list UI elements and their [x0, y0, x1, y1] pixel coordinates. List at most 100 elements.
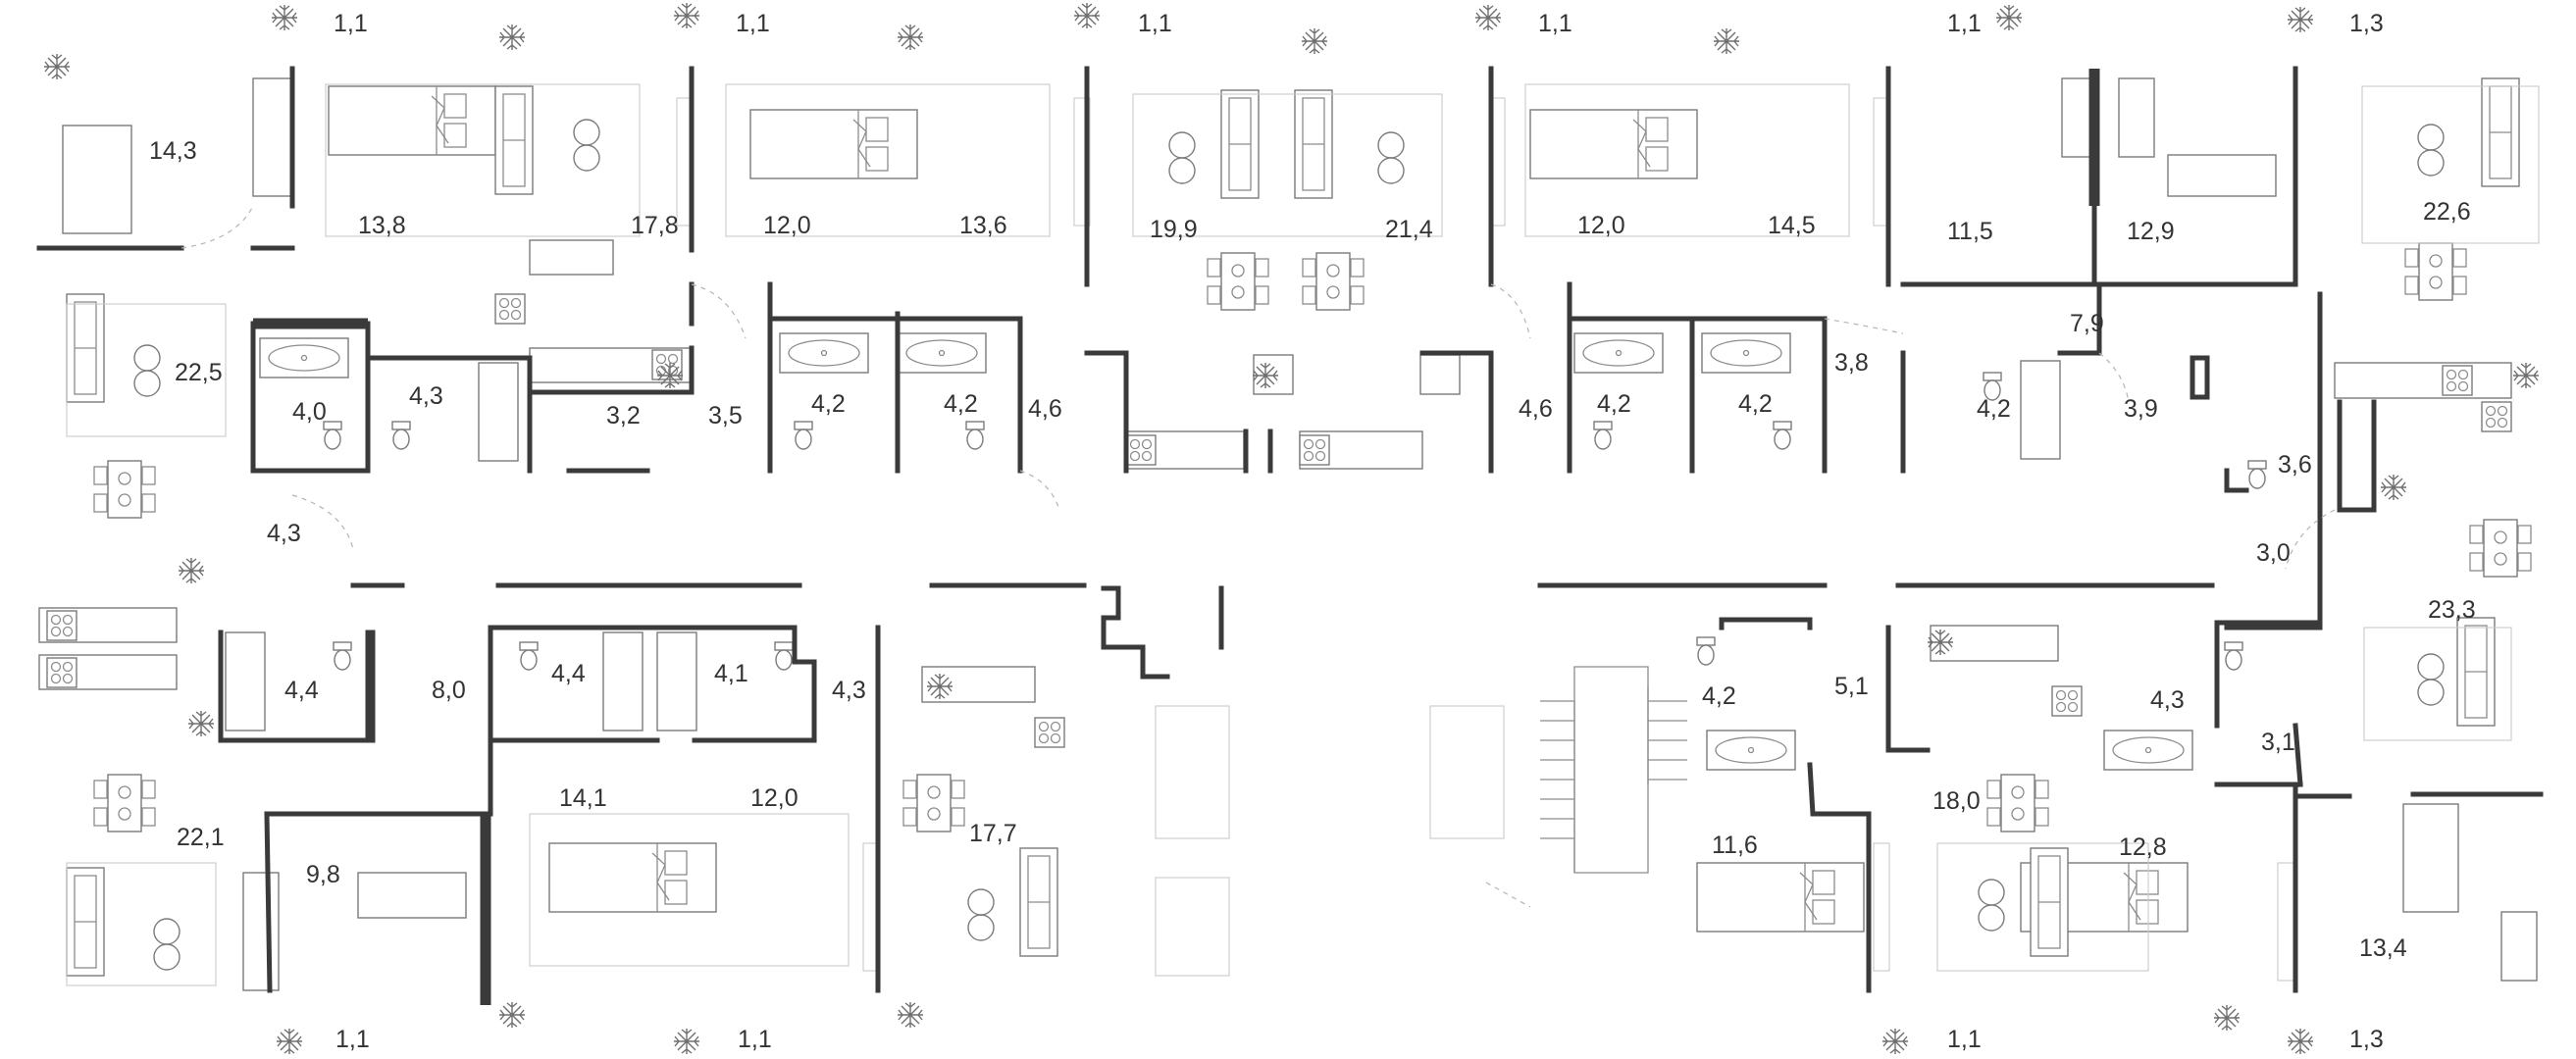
wardrobe — [1873, 842, 1890, 972]
balcony-area-label: 1,1 — [736, 10, 770, 37]
coffee-table-icon — [573, 119, 600, 172]
stove-icon — [1299, 434, 1330, 466]
room-area-label: 12,8 — [2119, 833, 2167, 861]
elevator-shaft — [1155, 877, 1230, 977]
room-area-label: 4,2 — [944, 390, 978, 418]
room-area-label: 14,1 — [559, 784, 607, 812]
plant-icon — [1995, 4, 2023, 31]
plant-icon — [1474, 4, 1502, 31]
kitchen-counter — [529, 239, 614, 276]
room-area-label: 3,6 — [2278, 451, 2312, 479]
room-area-label: 12,0 — [750, 784, 799, 812]
plant-icon — [43, 53, 71, 80]
toilet-icon — [965, 421, 985, 450]
bathtub-icon — [225, 631, 266, 731]
toilet-icon — [2247, 460, 2267, 489]
bed-icon — [2402, 803, 2459, 913]
room-area-label: 3,9 — [2124, 395, 2158, 423]
room-area-label: 13,8 — [358, 212, 406, 239]
dining-table-icon — [1302, 252, 1365, 311]
room-area-label: 14,3 — [149, 137, 197, 165]
room-area-label: 12,9 — [2127, 218, 2175, 245]
room-area-label: 4,3 — [2150, 686, 2185, 714]
desk-icon — [252, 77, 293, 197]
plant-icon — [673, 2, 700, 29]
room-area-label: 11,5 — [1947, 218, 1993, 245]
balcony-labels: 1,1 1,1 1,1 1,1 1,1 1,3 1,1 1,1 1,1 1,3 — [334, 10, 2384, 1053]
furniture-zone — [2361, 85, 2540, 244]
room-area-label: 4,6 — [1519, 395, 1553, 423]
sofa-icon — [494, 85, 534, 195]
balcony-area-label: 1,3 — [2349, 1026, 2384, 1053]
bathtub-icon — [1573, 332, 1664, 374]
room-area-label: 17,8 — [631, 212, 679, 239]
walls-layer — [36, 66, 2544, 1005]
room-area-label: 19,9 — [1150, 216, 1198, 243]
room-area-label: 3,1 — [2261, 729, 2295, 756]
balcony-area-label: 1,1 — [1538, 10, 1572, 37]
dining-table-icon — [1986, 774, 2049, 832]
stove-icon — [1125, 434, 1157, 466]
room-area-label: 4,2 — [1597, 390, 1631, 418]
room-area-label: 3,5 — [708, 402, 743, 429]
kitchen-counter — [1930, 625, 2059, 662]
kitchen-counter — [921, 666, 1036, 703]
room-area-label: 8,0 — [432, 677, 466, 704]
furniture-zone — [66, 862, 217, 986]
coffee-table-icon — [2417, 653, 2445, 706]
room-area-label: 5,1 — [1834, 673, 1869, 700]
plant-icon — [498, 1001, 526, 1029]
dining-table-icon — [93, 774, 156, 832]
plant-icon — [1073, 2, 1101, 29]
bed-icon — [62, 125, 132, 234]
plant-icon — [276, 1028, 303, 1055]
plant-icon — [1713, 27, 1740, 55]
wardrobe — [1073, 97, 1091, 227]
room-area-label: 22,6 — [2423, 198, 2471, 226]
room-area-label: 12,0 — [1577, 212, 1625, 239]
room-area-label: 3,2 — [606, 402, 641, 429]
balcony-area-label: 1,1 — [334, 10, 368, 37]
stove-icon — [1034, 717, 1065, 748]
room-area-label: 4,1 — [714, 660, 748, 687]
toilet-icon — [774, 641, 794, 671]
room-area-label: 7,9 — [2070, 310, 2104, 337]
room-area-label: 4,4 — [551, 660, 586, 687]
plant-icon — [498, 24, 526, 51]
bathtub-icon — [602, 631, 644, 731]
stove-icon — [2481, 401, 2512, 432]
dining-table-icon — [2404, 242, 2467, 301]
stove-icon — [494, 293, 526, 325]
room-area-label: 4,2 — [811, 390, 846, 418]
elevator-shaft — [1429, 705, 1505, 839]
bed-icon — [328, 85, 496, 156]
toilet-icon — [1593, 421, 1613, 450]
room-area-label: 22,5 — [175, 359, 223, 386]
desk-icon — [242, 872, 280, 991]
stove-icon — [46, 610, 77, 641]
balcony-area-label: 1,1 — [1947, 1026, 1982, 1053]
room-area-label: 13,6 — [959, 212, 1007, 239]
plant-icon — [178, 557, 205, 584]
furniture-zone — [1132, 93, 1443, 237]
desk-icon — [2500, 911, 2538, 982]
bathtub-icon — [1706, 730, 1796, 771]
plant-icon — [2512, 362, 2540, 389]
furniture-zone — [725, 83, 1051, 237]
toilet-icon — [1696, 636, 1716, 666]
coffee-table-icon — [1978, 879, 2005, 932]
fridge-icon — [1253, 354, 1294, 395]
room-area-label: 4,3 — [832, 677, 866, 704]
sofa-icon — [1019, 847, 1058, 957]
room-area-label: 4,2 — [1702, 682, 1736, 710]
bed-icon — [1696, 862, 1865, 933]
wardrobe — [2277, 862, 2294, 982]
dining-table-icon — [1207, 252, 1269, 311]
bathtub-icon — [259, 337, 349, 378]
coffee-table-icon — [133, 344, 161, 397]
furniture-zone — [529, 813, 850, 967]
room-area-label: 22,1 — [177, 824, 225, 851]
room-area-label: 4,3 — [409, 382, 443, 410]
plant-icon — [271, 4, 298, 31]
